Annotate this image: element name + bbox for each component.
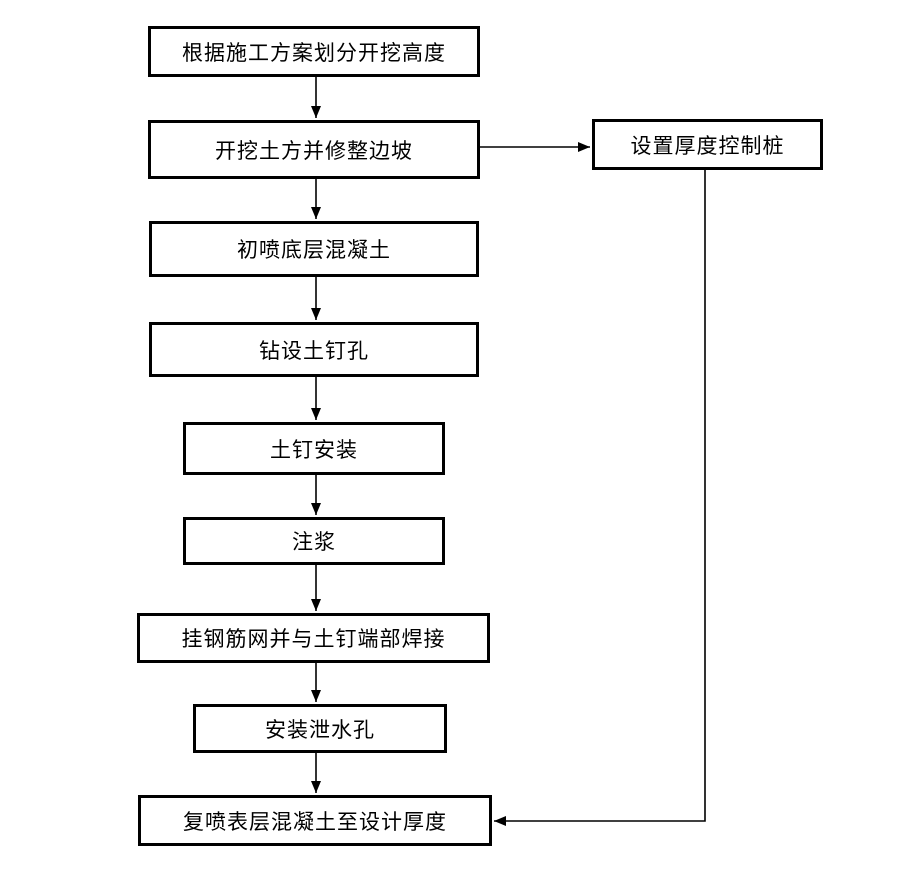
flow-node-initial-shotcrete-base-layer: 初喷底层混凝土 [149,221,479,277]
flow-node-grouting: 注浆 [183,517,445,565]
flow-node-drill-soil-nail-holes: 钻设土钉孔 [149,322,479,377]
flow-node-set-thickness-control-piles: 设置厚度控制桩 [592,119,823,170]
flow-node-install-soil-nails: 土钉安装 [183,422,445,475]
flow-node-install-drainage-holes: 安装泄水孔 [193,704,447,753]
flow-node-final-shotcrete-to-design-thickness: 复喷表层混凝土至设计厚度 [138,795,492,846]
flow-node-excavate-and-trim-slope: 开挖土方并修整边坡 [148,120,480,179]
flow-node-divide-excavation-height: 根据施工方案划分开挖高度 [148,26,480,77]
flow-node-hang-steel-mesh-and-weld: 挂钢筋网并与土钉端部焊接 [137,613,490,663]
connector-n10-n9 [494,170,706,826]
